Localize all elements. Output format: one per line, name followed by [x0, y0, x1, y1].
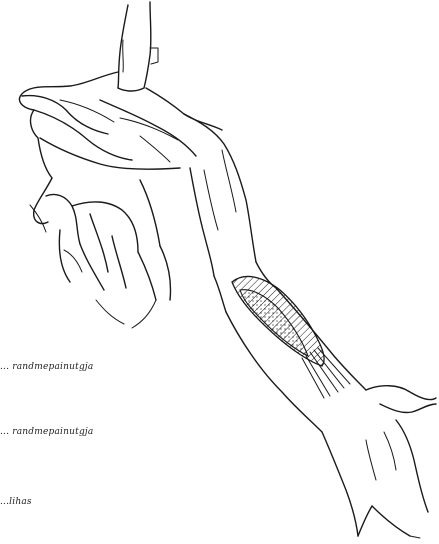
neck-outline — [118, 2, 158, 91]
muscle-label-3: ...lihas — [0, 497, 32, 507]
shoulder-torso-outline — [19, 72, 222, 178]
highlighted-muscle-group — [232, 276, 350, 398]
muscle-label-1: ... randmepainutgja — [0, 362, 93, 372]
hand-outline — [322, 386, 436, 538]
muscle-label-2: ... randmepainutgja — [0, 427, 93, 437]
chest-outline — [30, 178, 171, 328]
